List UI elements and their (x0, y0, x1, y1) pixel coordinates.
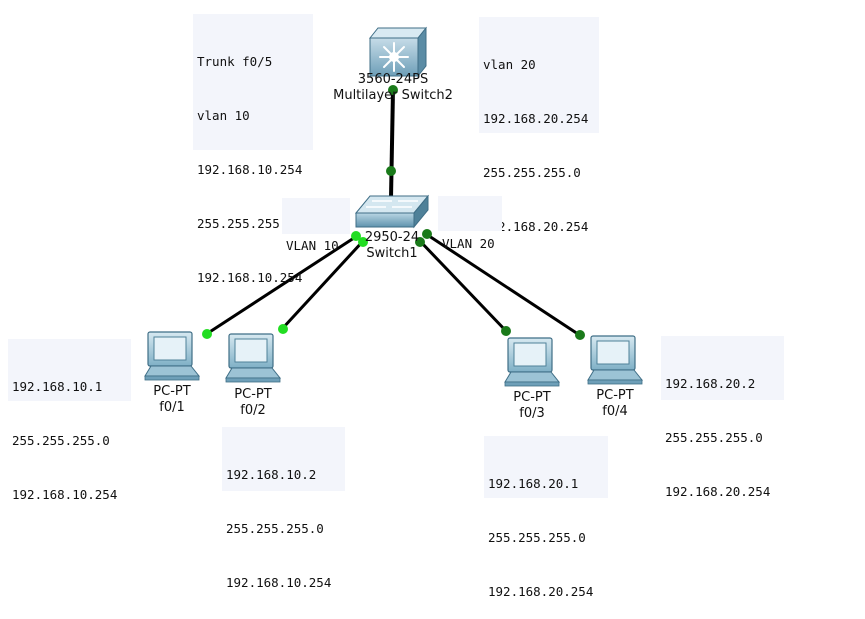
pc3-label: PC-PT f0/3 (502, 390, 562, 422)
pc2-label: PC-PT f0/2 (223, 387, 283, 419)
pc4-label: PC-PT f0/4 (585, 388, 645, 420)
link-status-dot (422, 229, 432, 239)
multilayer-switch-label: 3560-24PS Multilayer Switch2 (318, 72, 468, 104)
pc2-ip-note[interactable]: 192.168.10.2 255.255.255.0 192.168.10.25… (222, 427, 345, 590)
note-line: 192.168.10.1 (12, 379, 103, 394)
note-line: 192.168.20.1 (488, 476, 579, 491)
link-status-dot (278, 324, 288, 334)
note-line: 255.255.255.0 (665, 430, 763, 445)
note-line: 192.168.20.254 (665, 484, 771, 499)
note-line: 192.168.20.254 (483, 219, 589, 234)
pc-icon[interactable] (144, 331, 201, 381)
network-topology (144, 26, 644, 387)
link-switch-pc3 (417, 238, 509, 334)
note-line: 255.255.255.0 (12, 433, 110, 448)
note-line: 192.168.10.2 (226, 467, 317, 482)
note-line: 255.255.255.0 (483, 165, 581, 180)
device-port: f0/1 (159, 400, 185, 415)
note-line: 192.168.20.254 (483, 111, 589, 126)
note-line: 192.168.20.2 (665, 376, 756, 391)
link-status-dot (415, 237, 425, 247)
pc1-ip-note[interactable]: 192.168.10.1 255.255.255.0 192.168.10.25… (8, 339, 131, 502)
link-mls-switch (389, 89, 395, 199)
link-status-dot (351, 231, 361, 241)
note-line: vlan 20 (483, 57, 536, 72)
note-line: 255.255.255.0 (488, 530, 586, 545)
note-line: 255.255.255.0 (226, 521, 324, 536)
multilayer-switch-icon[interactable] (368, 26, 428, 78)
vlan20-label-note[interactable]: VLAN 20 (438, 196, 502, 251)
pc4-ip-note[interactable]: 192.168.20.2 255.255.255.0 192.168.20.25… (661, 336, 784, 499)
note-line: 255.255.255.0 (197, 216, 295, 231)
vlan20-svi-note[interactable]: vlan 20 192.168.20.254 255.255.255.0 192… (479, 17, 599, 234)
pc3-ip-note[interactable]: 192.168.20.1 255.255.255.0 192.168.20.25… (484, 436, 608, 599)
link-status-dot (386, 166, 396, 176)
note-line: 192.168.10.254 (197, 162, 303, 177)
switch-label: 2950-24 Switch1 (350, 230, 434, 262)
link-status-dot (388, 85, 398, 95)
device-model: 2950-24 (364, 230, 420, 245)
link-status-dot (575, 330, 585, 340)
link-status-dot (501, 326, 511, 336)
link-status-dot (358, 237, 368, 247)
trunk-vlan10-note[interactable]: Trunk f0/5 vlan 10 192.168.10.254 255.25… (193, 14, 313, 285)
note-line: 192.168.10.254 (12, 487, 118, 502)
device-port: f0/4 (602, 404, 628, 419)
device-name: Multilayer Switch2 (333, 88, 453, 103)
device-type: PC-PT (513, 390, 551, 405)
vlan10-label-note[interactable]: VLAN 10 (282, 198, 350, 253)
link-status-dot (202, 329, 212, 339)
note-line: VLAN 10 (286, 238, 339, 253)
note-line: Trunk f0/5 (197, 54, 273, 69)
switch-icon[interactable] (354, 194, 430, 229)
note-line: vlan 10 (197, 108, 250, 123)
device-type: PC-PT (153, 384, 191, 399)
pc-icon[interactable] (587, 335, 644, 385)
pc-icon[interactable] (225, 333, 282, 383)
device-port: f0/3 (519, 406, 545, 421)
device-name: Switch1 (366, 246, 418, 261)
device-model: 3560-24PS (357, 72, 429, 87)
link-switch-pc2 (280, 238, 366, 331)
pc-icon[interactable] (504, 337, 561, 387)
link-switch-pc1 (204, 234, 358, 337)
note-line: 192.168.20.254 (488, 584, 594, 599)
device-type: PC-PT (234, 387, 272, 402)
note-line: 192.168.10.254 (197, 270, 303, 285)
link-switch-pc4 (425, 232, 582, 338)
pc1-label: PC-PT f0/1 (142, 384, 202, 416)
note-line: VLAN 20 (442, 236, 495, 251)
device-type: PC-PT (596, 388, 634, 403)
device-port: f0/2 (240, 403, 266, 418)
note-line: 192.168.10.254 (226, 575, 332, 590)
